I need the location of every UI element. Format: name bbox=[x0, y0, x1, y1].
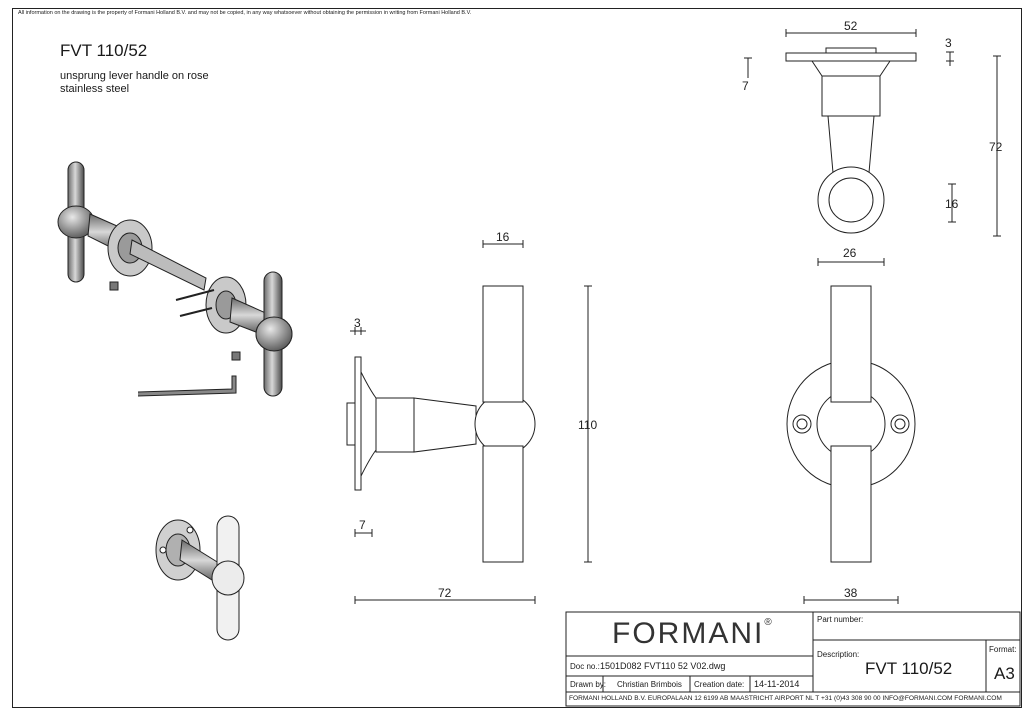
side-neck-taper bbox=[413, 397, 477, 453]
dim-top-thickness: 3 bbox=[945, 36, 952, 50]
doc-no-value: 1501D082 FVT110 52 V02.dwg bbox=[600, 661, 726, 671]
top-ring-inner bbox=[828, 177, 874, 223]
dim-front-width: 38 bbox=[844, 586, 858, 600]
description-line-2: stainless steel bbox=[60, 83, 130, 95]
title-block-grid bbox=[565, 611, 1021, 707]
dim-side-plate: 3 bbox=[354, 316, 361, 330]
dim-top-width: 52 bbox=[844, 19, 858, 33]
formani-logo: FORMANI® bbox=[612, 617, 772, 650]
top-view bbox=[785, 47, 917, 234]
top-neck bbox=[821, 75, 881, 117]
dim-side-lever-width: 16 bbox=[496, 230, 510, 244]
drawn-by-value: Christian Brimbois bbox=[617, 680, 682, 689]
grub-screw-2 bbox=[231, 351, 241, 361]
side-ball bbox=[474, 393, 536, 455]
hex-key bbox=[137, 375, 237, 397]
top-rose-plate bbox=[785, 52, 917, 62]
front-lever-top bbox=[830, 285, 872, 403]
creation-date-label: Creation date: bbox=[694, 680, 745, 689]
dim-side-depth: 72 bbox=[438, 586, 452, 600]
drawing-title: FVT 110/52 bbox=[60, 41, 148, 60]
description-line-1: unsprung lever handle on rose bbox=[60, 70, 209, 82]
side-view bbox=[346, 285, 536, 563]
side-neck-base bbox=[375, 397, 415, 453]
drawing-frame bbox=[12, 8, 1022, 708]
dim-top-ring: 16 bbox=[945, 197, 959, 211]
dim-side-height: 110 bbox=[578, 418, 597, 432]
exploded-view bbox=[57, 161, 293, 397]
dim-top-height: 72 bbox=[989, 140, 1003, 154]
part-number-label: Part number: bbox=[817, 615, 864, 624]
front-lever-bottom bbox=[830, 445, 872, 563]
company-footer: FORMANI HOLLAND B.V. EUROPALAAN 12 6199 … bbox=[569, 695, 1002, 702]
dim-top-step: 7 bbox=[742, 79, 749, 93]
creation-date-value: 14-11-2014 bbox=[754, 679, 800, 689]
description-value: FVT 110/52 bbox=[865, 659, 953, 678]
spindle bbox=[129, 239, 207, 291]
side-rose-collar bbox=[360, 371, 377, 477]
dimension-lines bbox=[350, 29, 1001, 604]
format-label: Format: bbox=[989, 645, 1017, 654]
side-lever-bottom bbox=[482, 445, 524, 563]
grub-screw-1 bbox=[109, 281, 119, 291]
front-view bbox=[786, 285, 916, 563]
drawn-by-label: Drawn by: bbox=[570, 680, 607, 689]
dim-top-base: 26 bbox=[843, 246, 857, 260]
assembled-view bbox=[155, 515, 245, 641]
description-label: Description: bbox=[817, 650, 860, 659]
side-rose-plate bbox=[354, 356, 362, 491]
dim-side-step: 7 bbox=[359, 518, 366, 532]
format-value: A3 bbox=[994, 664, 1015, 683]
doc-no-label: Doc no.: bbox=[570, 662, 600, 671]
side-lever-top bbox=[482, 285, 524, 403]
disclaimer-text: All information on the drawing is the pr… bbox=[18, 10, 472, 16]
